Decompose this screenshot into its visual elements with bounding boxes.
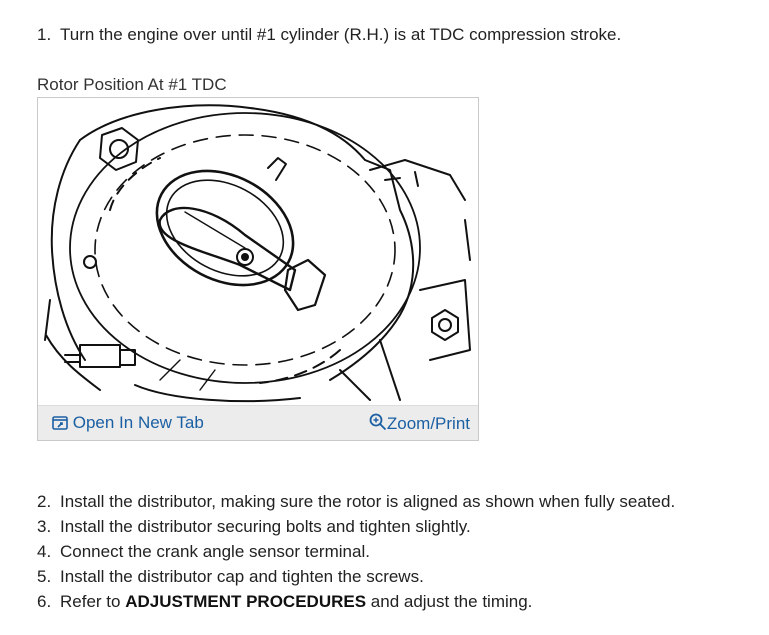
open-in-new-tab-label: Open In New Tab (72, 413, 204, 432)
rotor-position-diagram (44, 104, 471, 403)
step-1: 1.Turn the engine over until #1 cylinder… (37, 25, 622, 44)
magnifier-plus-icon (369, 413, 386, 431)
open-new-tab-icon (52, 416, 68, 430)
figure-panel: Open In New Tab Zoom/Print (37, 97, 479, 441)
adjustment-procedures-reference: ADJUSTMENT PROCEDURES (125, 592, 367, 611)
figure-toolbar: Open In New Tab Zoom/Print (38, 405, 478, 440)
open-in-new-tab-link[interactable]: Open In New Tab (52, 413, 204, 433)
step-4: 4.Connect the crank angle sensor termina… (37, 542, 370, 561)
step-1-text: Turn the engine over until #1 cylinder (… (60, 25, 622, 44)
step-5: 5.Install the distributor cap and tighte… (37, 567, 424, 586)
step-6: 6.Refer to ADJUSTMENT PROCEDURES and adj… (37, 592, 533, 611)
step-5-text: Install the distributor cap and tighten … (60, 567, 424, 586)
step-3-text: Install the distributor securing bolts a… (60, 517, 471, 536)
zoom-print-label: Zoom/Print (386, 414, 470, 433)
step-4-text: Connect the crank angle sensor terminal. (60, 542, 370, 561)
figure-caption: Rotor Position At #1 TDC (37, 75, 227, 94)
zoom-print-link[interactable]: Zoom/Print (369, 413, 470, 434)
step-3: 3.Install the distributor securing bolts… (37, 517, 471, 536)
step-2-text: Install the distributor, making sure the… (60, 492, 676, 511)
step-6-text-before: Refer to (60, 592, 126, 611)
step-6-text-after: and adjust the timing. (366, 592, 533, 611)
step-2: 2.Install the distributor, making sure t… (37, 492, 676, 511)
